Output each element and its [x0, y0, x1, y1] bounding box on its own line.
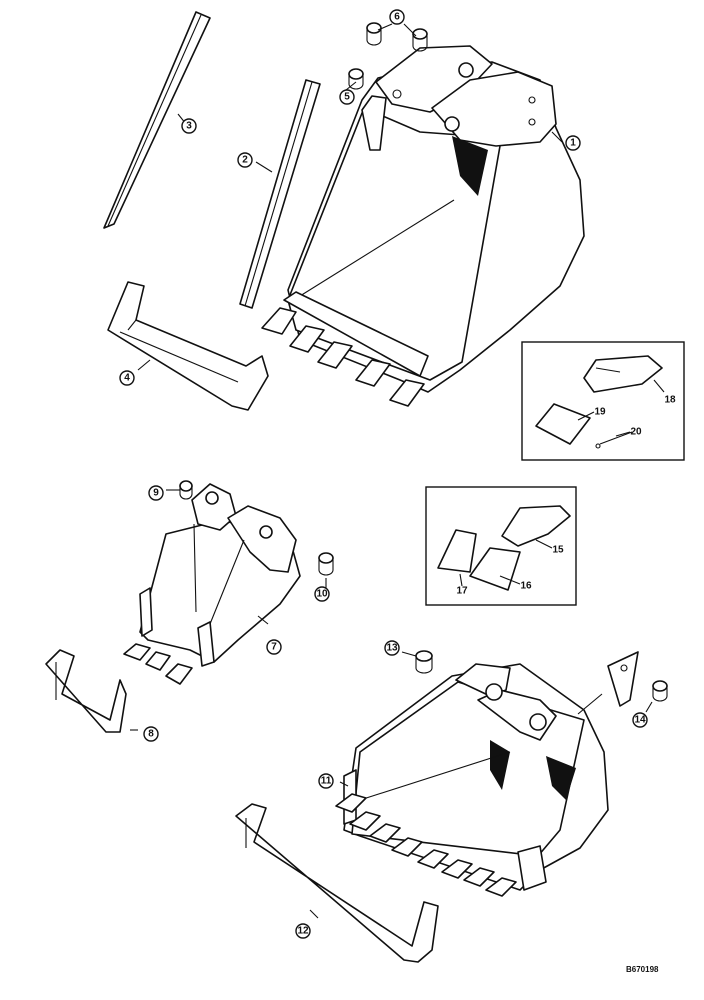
callout-14-label: 14: [634, 715, 646, 726]
large-bucket-1: [261, 45, 585, 407]
bushing-14: [652, 680, 668, 702]
tooth-guard-8: [45, 649, 127, 733]
inset-tooth-assembly-18-20: [521, 341, 685, 461]
bushing-9: [179, 480, 193, 500]
teeth-row-bucket-11: [335, 793, 517, 897]
callout-8-label: 8: [148, 729, 154, 740]
callout-9-label: 9: [153, 488, 159, 499]
teeth-row-bucket-1: [261, 307, 425, 407]
callout-14: 14: [632, 712, 648, 728]
bushings-6: [366, 22, 428, 52]
callout-9: 9: [148, 485, 164, 501]
bushing-10: [318, 552, 334, 576]
callout-11-label: 11: [321, 776, 332, 787]
callout-7: 7: [266, 639, 282, 655]
inset-tooth-assembly-15-17: [425, 486, 577, 606]
callout-4-label: 4: [124, 373, 130, 384]
side-cutter-2: [239, 79, 321, 309]
callout-1: 1: [565, 135, 581, 151]
callout-7-label: 7: [271, 642, 277, 653]
inset-label-19: 19: [594, 407, 606, 418]
callout-6-label: 6: [394, 12, 400, 23]
leader-lines: [130, 23, 653, 919]
bushing-13: [415, 650, 433, 674]
callout-1-label: 1: [570, 138, 576, 149]
callout-5-label: 5: [344, 92, 350, 103]
drawing-number: B670198: [626, 965, 659, 974]
inset-label-16: 16: [520, 581, 532, 592]
callout-12: 12: [295, 923, 311, 939]
bushing-5: [348, 68, 364, 90]
side-cutter-wide-bucket: [577, 651, 639, 715]
callout-4: 4: [119, 370, 135, 386]
inset-label-17: 17: [456, 586, 468, 597]
callout-2-label: 2: [242, 155, 248, 166]
callout-13: 13: [384, 640, 400, 656]
tooth-guard-4: [107, 281, 269, 411]
callout-12-label: 12: [297, 926, 309, 937]
callout-8: 8: [143, 726, 159, 742]
callout-10-label: 10: [316, 589, 328, 600]
inset-label-18: 18: [664, 395, 676, 406]
callout-3-label: 3: [186, 121, 192, 132]
callout-5: 5: [339, 89, 355, 105]
narrow-bucket-7: [123, 483, 301, 685]
callout-6: 6: [389, 9, 405, 25]
callout-2: 2: [237, 152, 253, 168]
callout-3: 3: [181, 118, 197, 134]
side-cutter-3: [103, 11, 211, 229]
inset-label-20: 20: [630, 427, 642, 438]
callout-13-label: 13: [386, 643, 398, 654]
inset-label-15: 15: [552, 545, 564, 556]
callout-10: 10: [314, 586, 330, 602]
wide-bucket-11: [335, 663, 609, 897]
tooth-guard-12: [235, 803, 439, 963]
callout-11: 11: [318, 773, 334, 789]
